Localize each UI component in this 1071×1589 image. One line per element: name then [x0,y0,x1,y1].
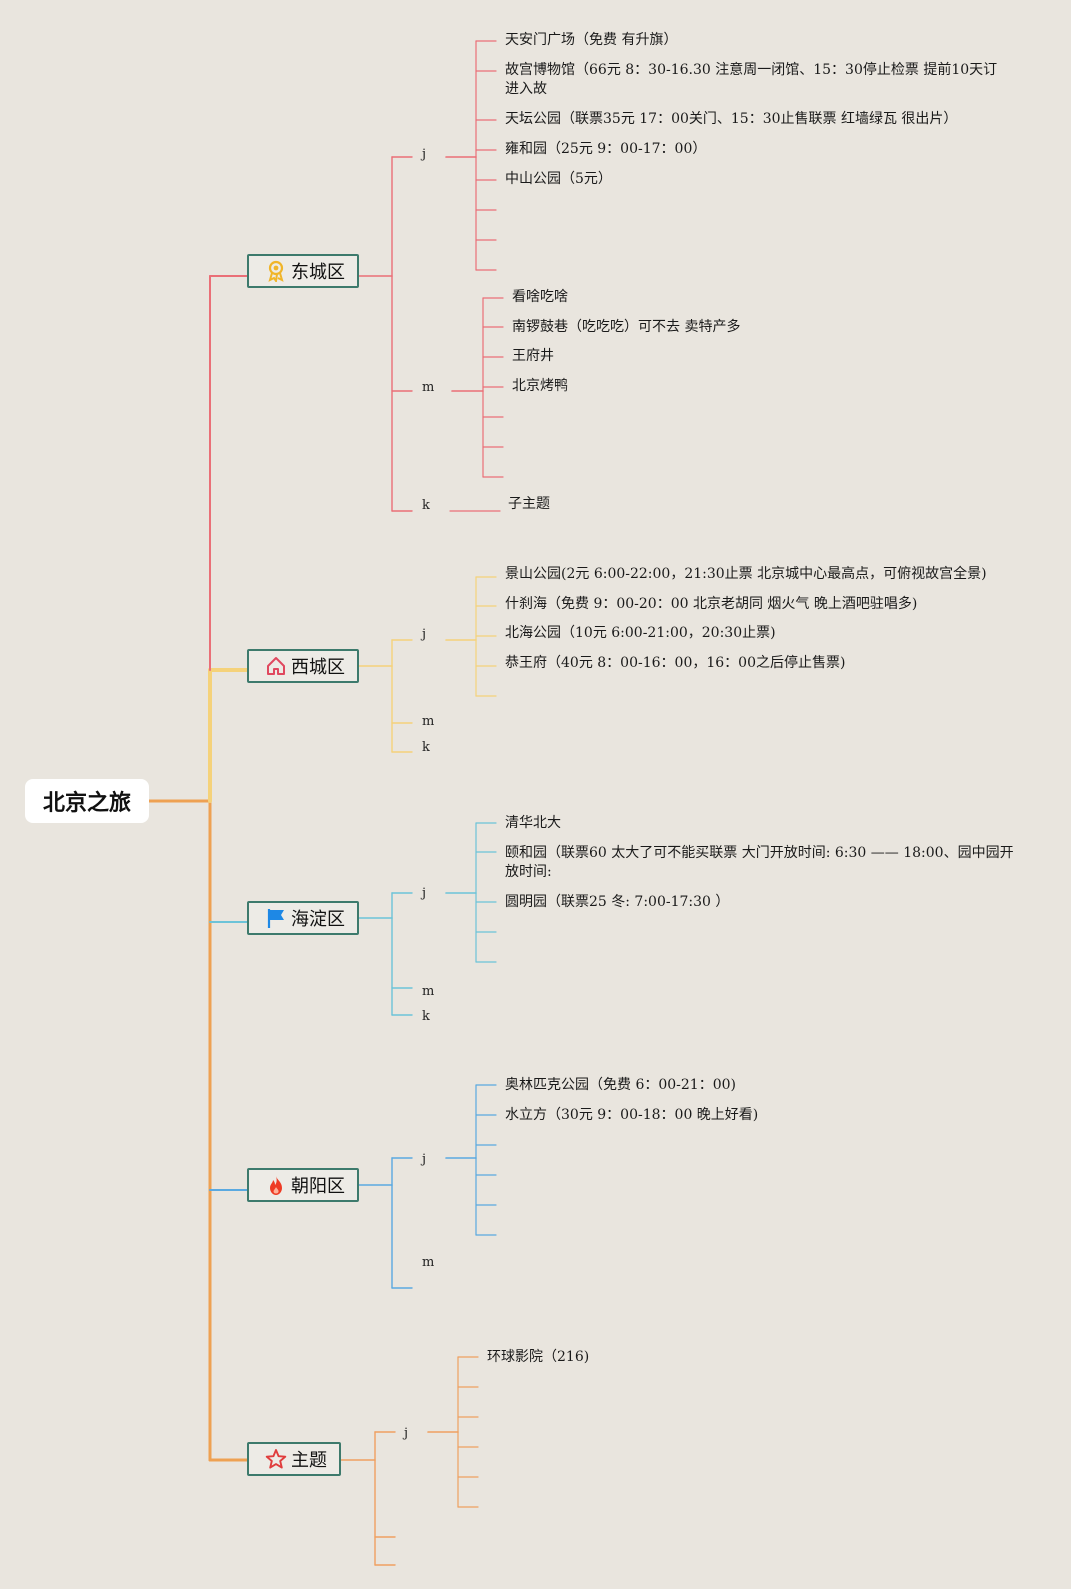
group-label[interactable]: k [422,1009,430,1024]
flag-icon [265,907,287,929]
list-item[interactable]: 王府井 [512,348,554,364]
list-item[interactable]: 北海公园（10元 6:00-21:00，20:30止票) [505,625,776,641]
list-item[interactable]: 清华北大 [505,815,561,831]
list-item[interactable]: 圆明园（联票25 冬: 7:00-17:30 ） [505,894,730,910]
branch-label: 东城区 [291,262,345,283]
ribbon-award-icon [265,260,287,282]
list-item[interactable]: 北京烤鸭 [512,378,568,394]
list-item[interactable]: 天安门广场（免费 有升旗） [505,32,678,48]
group-label[interactable]: k [422,498,430,513]
home-icon [265,655,287,677]
root-topic[interactable]: 北京之旅 [25,779,149,823]
group-label[interactable]: j [422,147,427,162]
list-item[interactable]: 看啥吃啥 [512,289,568,305]
star-icon [265,1448,287,1470]
list-item[interactable]: 子主题 [508,496,550,512]
list-item[interactable]: 南锣鼓巷（吃吃吃）可不去 卖特产多 [512,319,741,335]
list-item[interactable]: 水立方（30元 9：00-18：00 晚上好看) [505,1107,759,1123]
group-label[interactable]: j [422,1152,427,1167]
group-label[interactable]: j [422,627,427,642]
branch-label: 海淀区 [291,909,345,930]
branch-label: 主题 [291,1450,327,1471]
list-item[interactable]: 恭王府（40元 8：00-16：00，16：00之后停止售票) [505,655,846,671]
list-item[interactable]: 什刹海（免费 9：00-20：00 北京老胡同 烟火气 晚上酒吧驻唱多) [505,596,918,612]
list-item[interactable]: 环球影院（216) [487,1349,590,1365]
flame-icon [265,1174,287,1196]
group-label[interactable]: m [422,380,435,395]
list-item[interactable]: 奥林匹克公园（免费 6：00-21：00) [505,1077,736,1093]
group-label[interactable]: j [404,1426,409,1441]
list-item[interactable]: 雍和园（25元 9：00-17：00） [505,141,707,157]
group-label[interactable]: j [422,886,427,901]
branch-chaoyang[interactable]: 朝阳区 [247,1168,359,1202]
branch-label: 朝阳区 [291,1176,345,1197]
group-label[interactable]: m [422,714,435,729]
list-item[interactable]: 故宫博物馆（66元 8：30-16.30 注意周一闭馆、15：30停止检票 提前… [505,62,998,97]
branch-zhuti[interactable]: 主题 [247,1442,341,1476]
list-item[interactable]: 景山公园(2元 6:00-22:00，21:30止票 北京城中心最高点，可俯视故… [505,566,987,582]
group-label[interactable]: m [422,984,435,999]
branch-haidian[interactable]: 海淀区 [247,901,359,935]
list-item[interactable]: 颐和园（联票60 太大了可不能买联票 大门开放时间: 6:30 —— 18:00… [505,845,1014,880]
list-item[interactable]: 中山公园（5元） [505,171,612,187]
branch-xicheng[interactable]: 西城区 [247,649,359,683]
branch-label: 西城区 [291,657,345,678]
group-label[interactable]: m [422,1255,435,1270]
list-item[interactable]: 天坛公园（联票35元 17：00关门、15：30止售联票 红墙绿瓦 很出片） [505,111,958,127]
group-label[interactable]: k [422,740,430,755]
branch-dongcheng[interactable]: 东城区 [247,254,359,288]
